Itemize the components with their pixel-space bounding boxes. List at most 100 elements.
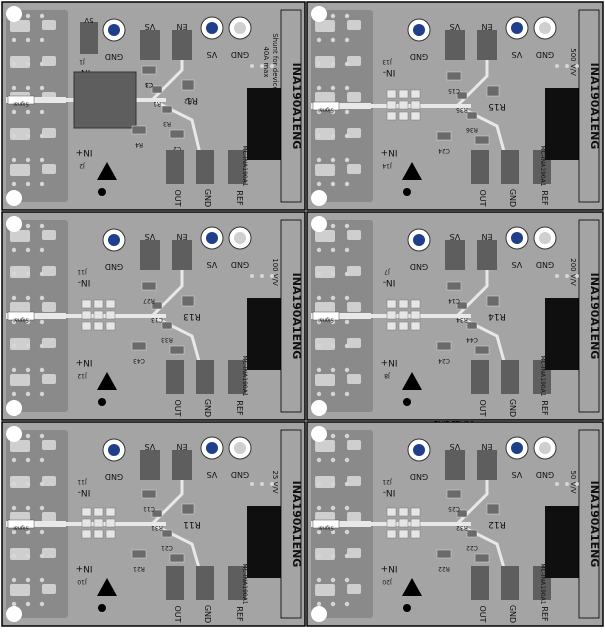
signal-trace <box>6 313 66 319</box>
signal-trace <box>311 103 371 109</box>
connector-pad <box>10 302 30 314</box>
connector-pad <box>10 476 30 488</box>
smd-pad <box>93 299 104 309</box>
connector-pad <box>10 374 30 386</box>
via-dot <box>330 319 336 325</box>
via-dot <box>25 481 31 487</box>
ref-designator: C22 <box>466 544 478 551</box>
smd-component <box>474 135 490 145</box>
connector-pad <box>10 584 30 596</box>
via-dot <box>39 529 45 535</box>
ref-designator: C24 <box>438 147 450 154</box>
ref-designator: C24 <box>438 357 450 364</box>
via-dot <box>316 457 322 463</box>
smd-component <box>131 341 147 351</box>
connector-pad <box>347 92 361 102</box>
out-pad <box>471 566 489 600</box>
smd-pad <box>398 321 409 331</box>
mount-hole <box>311 190 327 206</box>
ref-designator: C14 <box>448 297 460 304</box>
via-dot <box>25 61 31 67</box>
ref-designator: R27 <box>143 297 155 304</box>
via-dot <box>344 13 350 19</box>
signal-connector <box>312 519 340 529</box>
mount-hole <box>6 606 22 622</box>
connector-pad <box>42 548 56 558</box>
via-dot <box>344 601 350 607</box>
label-out: OUT <box>173 399 182 416</box>
label-j-bot: J12 <box>77 372 88 379</box>
ref-designator: C43 <box>133 357 145 364</box>
gnd-via-right-core <box>234 232 246 244</box>
via-dot <box>344 37 350 43</box>
mount-hole <box>6 190 22 206</box>
mount-hole <box>311 400 327 416</box>
smd-pad <box>81 299 92 309</box>
via-dot <box>565 64 569 68</box>
signal-connector-label: Signal <box>13 101 28 107</box>
board-title: INA190A1ENG <box>290 481 303 568</box>
vs-via-core <box>511 232 523 244</box>
smd-component <box>466 111 478 120</box>
shunt-resistor <box>73 71 137 129</box>
via-dot <box>330 391 336 397</box>
via-dot <box>316 367 322 373</box>
mount-hole <box>311 6 327 22</box>
via-dot <box>316 295 322 301</box>
smd-component <box>436 341 452 351</box>
via-dot <box>25 457 31 463</box>
smd-pad <box>81 321 92 331</box>
signal-connector-label: Signal <box>318 107 333 113</box>
via-dot <box>316 37 322 43</box>
smd-component <box>474 553 490 563</box>
via-dot <box>316 157 322 163</box>
en-pad <box>172 30 192 60</box>
gnd-via-core <box>108 234 120 246</box>
signal-trace <box>311 521 371 527</box>
label-j-bot: J10 <box>77 578 88 585</box>
via-dot <box>565 274 569 278</box>
black-block <box>545 506 579 578</box>
mount-hole <box>311 216 327 232</box>
smd-pad <box>105 310 116 320</box>
smd-pad <box>93 310 104 320</box>
via-dot <box>25 391 31 397</box>
signal-trace <box>6 97 66 103</box>
via-dot <box>330 271 336 277</box>
via-dot <box>316 133 322 139</box>
via-dot <box>344 247 350 253</box>
smd-pad <box>386 299 397 309</box>
via-dot <box>39 181 45 187</box>
via-dot <box>270 482 274 486</box>
label-en-top: EN <box>176 442 187 451</box>
label-gnd-pad: GND <box>508 605 517 623</box>
label-ref: REF <box>235 400 244 416</box>
connector-pad <box>10 440 30 452</box>
out-pad <box>471 360 489 394</box>
via-dot <box>25 553 31 559</box>
signal-connector <box>312 101 340 111</box>
label-gnd-pad: GND <box>508 399 517 417</box>
ti-logo-dot <box>98 188 106 196</box>
smd-component <box>466 321 478 330</box>
via-dot <box>39 109 45 115</box>
via-dot <box>11 37 17 43</box>
via-dot <box>25 247 31 253</box>
label-in-minus: IN- <box>383 487 396 497</box>
smd-pad <box>81 529 92 539</box>
via-dot <box>316 343 322 349</box>
label-j-top: J11 <box>77 268 88 275</box>
vs-pad <box>140 30 160 60</box>
label-out: OUT <box>478 399 487 416</box>
connector-pad <box>10 266 30 278</box>
via-dot <box>11 505 17 511</box>
vs-via-core <box>206 232 218 244</box>
smd-pad <box>410 518 421 528</box>
mount-hole <box>6 426 22 442</box>
via-dot <box>316 319 322 325</box>
label-gnd-left: GND <box>410 472 428 481</box>
via-dot <box>316 181 322 187</box>
signal-connector-label: Signal <box>13 317 28 323</box>
